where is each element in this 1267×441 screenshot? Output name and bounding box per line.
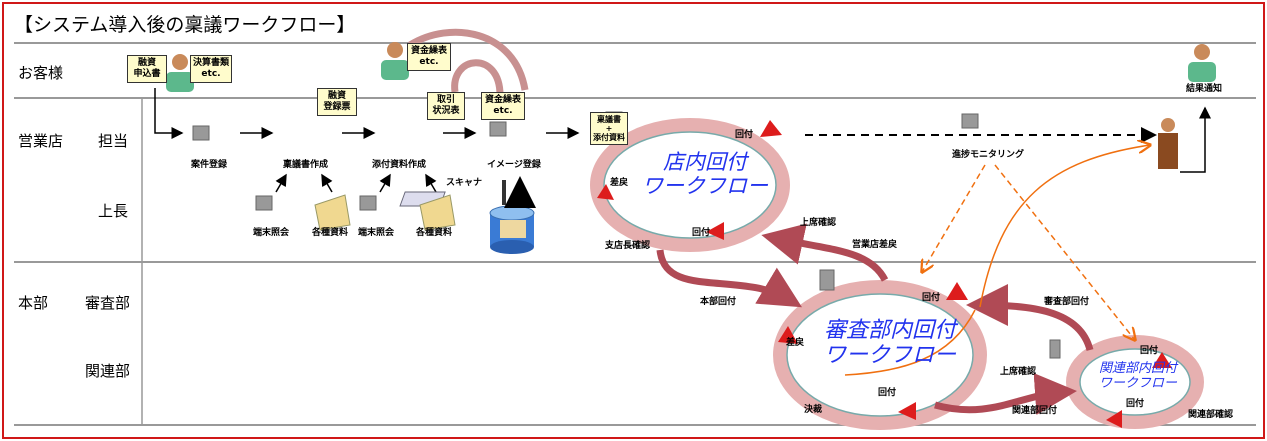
label-branch-manager-check: 支店長確認 [605, 241, 651, 251]
page-title: 【システム導入後の稟議ワークフロー】 [14, 14, 356, 36]
person-icons [166, 42, 1216, 169]
step-attachment-creation: 添付資料作成 [372, 160, 427, 170]
label-related-dept-route: 関連部回付 [1012, 406, 1058, 416]
label-review-route-top: 回付 [922, 293, 941, 303]
branch-workflow-line2: ワークフロー [642, 174, 768, 199]
process-arrows [154, 88, 1211, 193]
review-workflow-line2: ワークフロー [823, 343, 956, 369]
progress-monitoring-label: 進捗モニタリング [952, 150, 1025, 160]
lane-superior: 上長 [98, 202, 129, 220]
label-hq-route: 本部回付 [700, 297, 737, 307]
review-workflow-title: 審査部内回付 ワークフロー [795, 318, 985, 369]
step-various-docs-1: 各種資料 [312, 228, 349, 238]
review-workflow-line1: 審査部内回付 [823, 318, 956, 343]
db-sync-arrows [504, 180, 520, 205]
label-review-return: 差戻 [786, 338, 805, 348]
scanner-label: スキャナ [446, 178, 483, 188]
monitoring-orange-arrows [844, 145, 1150, 376]
step-case-registration: 案件登録 [191, 160, 228, 170]
label-branch-send-back: 営業店差戻 [852, 240, 898, 250]
note-ringi-bundle: 稟議書 + 添付資料 [590, 112, 628, 145]
inter-department-arrows [656, 223, 1094, 415]
lane-related: 関連部 [85, 362, 131, 380]
direction-triangles [597, 120, 1172, 428]
lane-staff: 担当 [98, 132, 129, 150]
label-review-dept-route: 審査部回付 [1044, 297, 1090, 307]
note-financial-docs: 決算書類 etc. [190, 55, 232, 83]
step-various-docs-2: 各種資料 [416, 228, 453, 238]
step-ringi-creation: 稟議書作成 [283, 160, 329, 170]
label-review-superior-check: 上席確認 [1000, 367, 1037, 377]
label-branch-route-top: 回付 [735, 130, 754, 140]
note-cashflow: 資金繰表 etc. [481, 92, 525, 120]
database-icon [489, 205, 535, 254]
step-image-registration: イメージ登録 [487, 160, 541, 170]
branch-workflow-line1: 店内回付 [663, 150, 747, 174]
branch-workflow-title: 店内回付 ワークフロー [630, 150, 780, 198]
label-decision: 決裁 [804, 405, 823, 415]
lane-customer: お客様 [18, 64, 64, 82]
related-workflow-line1: 関連部内回付 [1098, 361, 1177, 376]
note-transaction-status: 取引 状況表 [427, 92, 465, 120]
note-loan-registration: 融資 登録票 [317, 88, 357, 116]
lane-review: 審査部 [85, 294, 131, 312]
label-related-route-bottom: 回付 [1126, 399, 1145, 409]
label-branch-superior-check: 上席確認 [800, 218, 837, 228]
folder-icons [314, 194, 456, 231]
step-terminal-inquiry-2: 端末照会 [358, 228, 395, 238]
note-cashflow-customer: 資金繰表 etc. [407, 43, 451, 71]
lane-dividers [14, 42, 1256, 426]
lane-branch: 営業店 [18, 132, 64, 150]
result-notice-label: 結果通知 [1186, 84, 1223, 94]
label-branch-return: 差戻 [610, 178, 629, 188]
label-branch-route-bottom: 回付 [692, 228, 711, 238]
note-loan-application: 融資 申込書 [127, 55, 167, 83]
label-related-route-top: 回付 [1140, 346, 1159, 356]
related-workflow-line2: ワークフロー [1098, 375, 1177, 391]
related-workflow-title: 関連部内回付 ワークフロー [1078, 361, 1198, 392]
customer-doc-arrows [408, 28, 529, 96]
step-terminal-inquiry-1: 端末照会 [253, 228, 290, 238]
label-review-route-bottom: 回付 [878, 388, 897, 398]
label-related-check: 関連部確認 [1188, 410, 1234, 420]
lane-hq: 本部 [18, 294, 49, 312]
